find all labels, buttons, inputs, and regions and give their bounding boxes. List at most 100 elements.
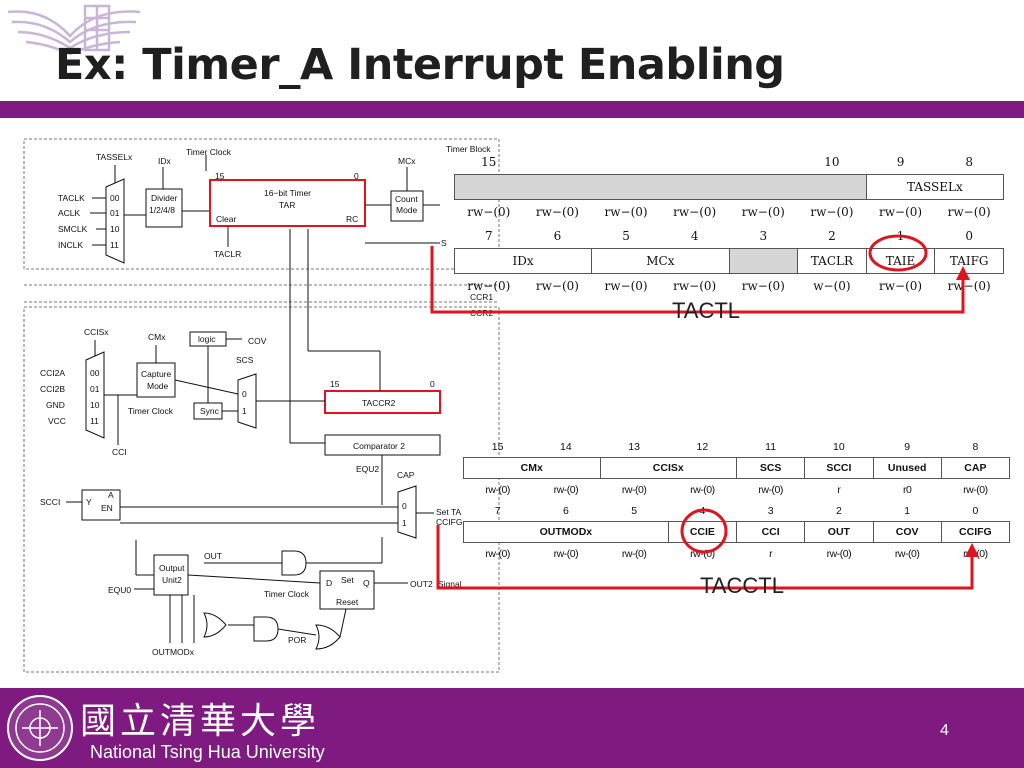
cmx-label: CMx	[148, 332, 166, 342]
timer-clock-label: Timer Clock	[186, 147, 232, 157]
por-label: POR	[288, 635, 306, 645]
tacctl-bit-number: 1	[904, 504, 911, 517]
tactl-bit-number: 15	[481, 155, 497, 169]
slide-title: Ex: Timer_A Interrupt Enabling	[55, 40, 785, 90]
tactl-access-value: rw−(0)	[467, 205, 511, 219]
tactl-access-value: w−(0)	[813, 279, 851, 293]
input-vcc: VCC	[48, 416, 66, 426]
divider-values: 1/2/4/8	[149, 205, 175, 215]
flipflop-reset: Reset	[336, 597, 359, 607]
tactl-field-tasselx: TASSELx	[865, 174, 1005, 200]
unit2-label: Unit2	[162, 575, 182, 585]
taccr2-label: TACCR2	[362, 398, 396, 408]
tactl-access-value: rw−(0)	[947, 205, 991, 219]
timer-bit0: 0	[354, 171, 359, 181]
tactl-bit-number: 1	[896, 229, 905, 243]
tacctl-access-value: rw-(0)	[553, 547, 579, 560]
equ0-label: EQU0	[108, 585, 131, 595]
divider-label: Divider	[151, 193, 178, 203]
tactl-access-value: rw−(0)	[467, 279, 511, 293]
latch-y: Y	[86, 497, 92, 507]
tactl-field-row: TASSELx	[454, 174, 1005, 200]
tacctl-bit-number: 15	[491, 440, 504, 453]
tactl-bit-number: 5	[622, 229, 630, 243]
input-gnd: GND	[46, 400, 65, 410]
tacctl-bit-number: 8	[972, 440, 979, 453]
tactl-access-value: rw−(0)	[741, 279, 785, 293]
ccr-mux-code-00: 00	[90, 368, 100, 378]
tactl-access-value: rw−(0)	[604, 279, 648, 293]
tacctl-access-value: r	[769, 547, 773, 560]
tactl-label: TACTL	[672, 298, 741, 323]
cci-label: CCI	[112, 447, 127, 457]
capture-mode-label: Mode	[147, 381, 169, 391]
tactl-field-taclr: TACLR	[797, 248, 867, 274]
taclr-label: TACLR	[214, 249, 241, 259]
idx-label: IDx	[158, 156, 172, 166]
mux-code-11: 11	[110, 240, 119, 250]
latch-en: EN	[101, 503, 113, 513]
tactl-access-value: rw−(0)	[673, 205, 717, 219]
tactl-field-taifg: TAIFG	[934, 248, 1004, 274]
tacctl-field-unused: Unused	[872, 457, 942, 479]
input-taclk: TACLK	[58, 193, 85, 203]
tactl-bit-number	[729, 150, 798, 175]
page-number: 4	[940, 722, 949, 739]
taccr2-bit15: 15	[330, 379, 340, 389]
tacctl-field-cmx: CMx	[463, 457, 601, 479]
tactl-bit-number	[592, 150, 661, 175]
capture-label: Capture	[141, 369, 172, 379]
tactl-access-value: rw−(0)	[879, 205, 923, 219]
tactl-access-value: rw−(0)	[673, 279, 717, 293]
mcx-label: MCx	[398, 156, 416, 166]
mux-code-00: 00	[110, 193, 120, 203]
flipflop-d: D	[326, 578, 332, 588]
timer-title: 16−bit Timer	[264, 188, 311, 198]
tacctl-field-scci: SCCI	[804, 457, 874, 479]
timer-block-label: Timer Block	[446, 144, 491, 154]
ccr-mux-code-01: 01	[90, 384, 100, 394]
tactl-field-reserved	[454, 174, 867, 200]
tactl-access-value: rw−(0)	[947, 279, 991, 293]
tacctl-field-cci: CCI	[735, 521, 806, 543]
tacctl-field-ccie: CCIE	[667, 521, 738, 543]
tacctl-access-value: rw-(0)	[690, 547, 715, 560]
signal-label: Signal	[438, 579, 462, 589]
tactl-access-value: rw−(0)	[535, 205, 579, 219]
tasselx-label: TASSELx	[96, 152, 133, 162]
tactl-bit-number: 3	[759, 229, 768, 243]
scs-label: SCS	[236, 355, 254, 365]
mux-code-10: 10	[110, 224, 120, 234]
tacctl-bit-number: 6	[562, 504, 569, 517]
tacctl-access-value: rw-(0)	[621, 483, 647, 496]
ccr-mux-code-10: 10	[90, 400, 100, 410]
tacctl-field-scs: SCS	[735, 457, 806, 479]
tactl-bit-number: 6	[553, 229, 562, 243]
tacctl-access-value: r0	[902, 483, 912, 496]
tacctl-bit-number: 5	[631, 504, 638, 517]
tactl-access-value: rw−(0)	[879, 279, 923, 293]
input-aclk: ACLK	[58, 208, 81, 218]
tar-label: TAR	[279, 200, 295, 210]
tactl-field-reserved	[728, 248, 799, 274]
tacctl-access-value: rw-(0)	[553, 483, 579, 496]
tacctl-field-outmodx: OUTMODx	[463, 521, 669, 543]
tactl-bit-number	[523, 150, 592, 175]
tactl-bit-number: 10	[824, 155, 840, 169]
out-label: OUT	[204, 551, 222, 561]
ff-timer-clock: Timer Clock	[264, 589, 310, 599]
output-label: Output	[159, 563, 185, 573]
rc-label: RC	[346, 214, 358, 224]
tacctl-field-ccisx: CCISx	[599, 457, 737, 479]
tactl-field-taie: TAIE	[865, 248, 936, 274]
ccr-mux-code-11: 11	[90, 416, 99, 426]
